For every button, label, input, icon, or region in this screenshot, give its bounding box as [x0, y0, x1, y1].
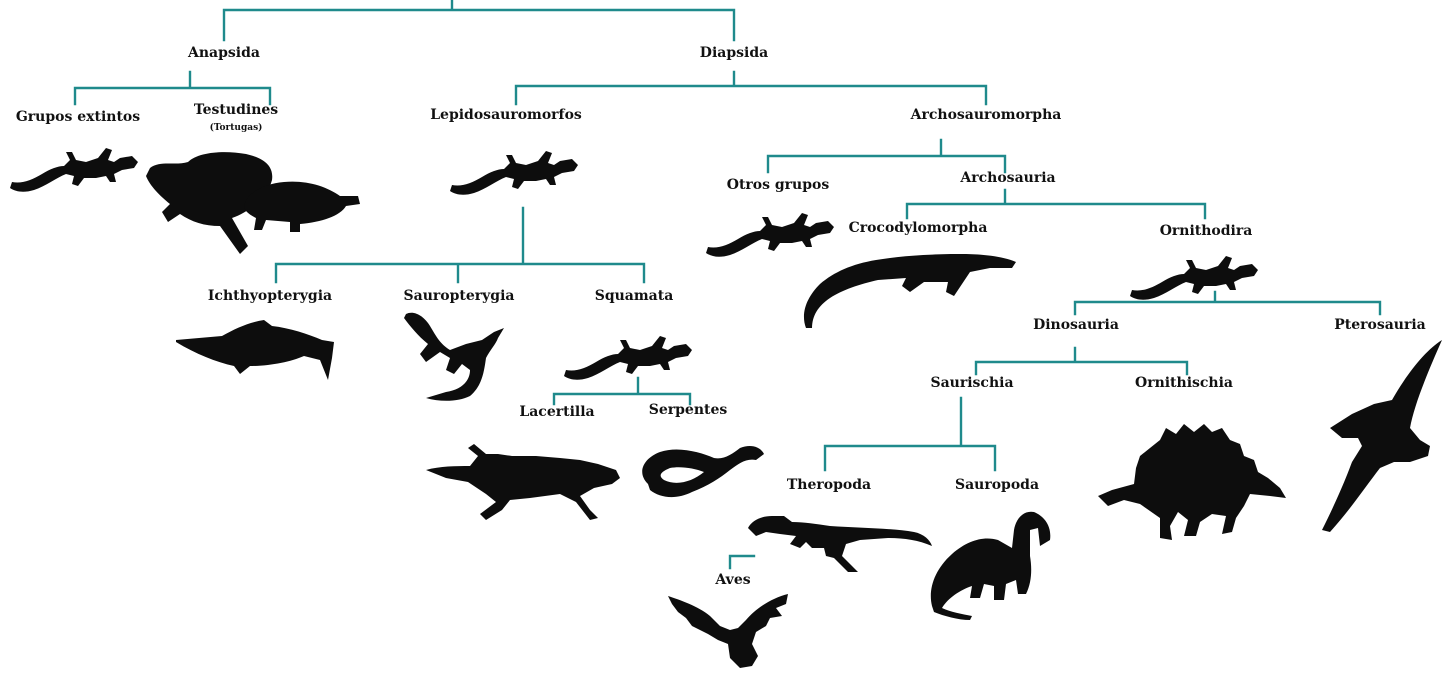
clade-label-pterosauria: Pterosauria — [1334, 317, 1426, 333]
clade-label-serpentes: Serpentes — [649, 402, 728, 418]
clade-label-diapsida: Diapsida — [700, 45, 768, 61]
clade-label-squamata: Squamata — [595, 288, 674, 304]
lizard-icon — [1130, 256, 1258, 300]
clade-label-ichthyopterygia: Ichthyopterygia — [208, 288, 332, 304]
clade-label-sauropoda: Sauropoda — [955, 477, 1039, 493]
clade-label-ornithodira: Ornithodira — [1160, 223, 1253, 239]
clade-label-theropoda: Theropoda — [787, 477, 871, 493]
clade-label-dinosauria: Dinosauria — [1033, 317, 1119, 333]
clade-label-grupos-extintos: Grupos extintos — [16, 109, 140, 125]
clade-label-archosauria: Archosauria — [960, 170, 1055, 186]
pterosaur-icon — [1322, 340, 1442, 532]
theropod-icon — [748, 516, 932, 572]
clade-label-aves: Aves — [715, 572, 750, 588]
lizard-icon — [10, 148, 138, 192]
clade-label-lacertilla: Lacertilla — [519, 404, 594, 420]
clade-label-archosauromorpha: Archosauromorpha — [911, 107, 1062, 123]
lizard-icon — [450, 151, 578, 195]
lizard-icon — [706, 213, 834, 257]
clade-label-anapsida: Anapsida — [188, 45, 260, 61]
clade-label-crocodylomorpha: Crocodylomorpha — [849, 220, 988, 236]
lizard-icon — [426, 444, 620, 520]
clade-label-lepidosauromorfos: Lepidosauromorfos — [430, 107, 582, 123]
plesiosaur-icon — [404, 313, 504, 401]
clade-label-ornithischia: Ornithischia — [1135, 375, 1233, 391]
sauropod-icon — [931, 512, 1050, 620]
clade-label-sauropterygia: Sauropterygia — [404, 288, 515, 304]
turtle-icon — [146, 152, 360, 254]
snake-icon — [642, 446, 764, 497]
ichthyosaur-icon — [176, 320, 334, 380]
clade-sublabel-tortugas: (Tortugas) — [210, 123, 263, 133]
lizard-icon — [564, 336, 692, 380]
clade-label-otros-grupos: Otros grupos — [727, 177, 829, 193]
bird-icon — [668, 594, 788, 668]
crocodile-icon — [804, 254, 1016, 328]
clade-label-testudines: Testudines — [194, 102, 278, 118]
clade-label-saurischia: Saurischia — [930, 375, 1013, 391]
stegosaurus-icon — [1098, 424, 1286, 540]
